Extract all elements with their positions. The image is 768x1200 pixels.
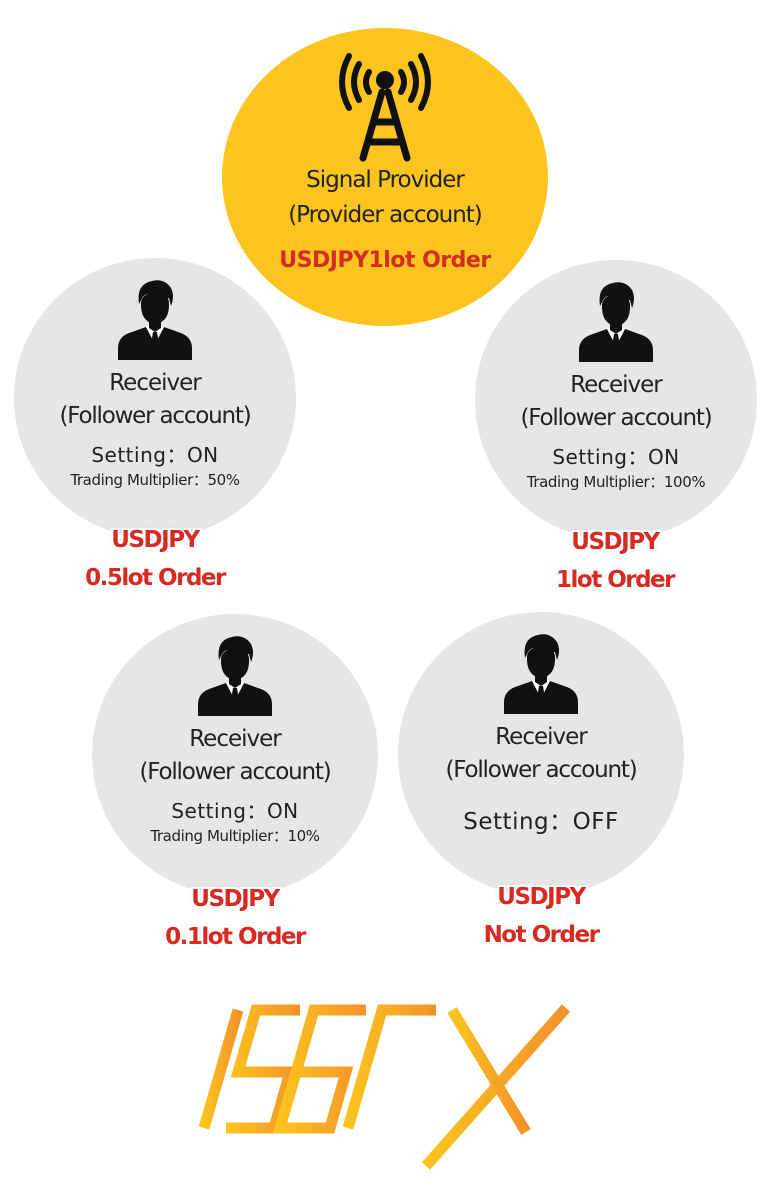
receiver-order-label: USDJPY 0.1lot Order xyxy=(110,880,360,956)
receiver-title: Receiver xyxy=(189,726,282,752)
receiver-subtitle: (Follower account) xyxy=(59,403,251,429)
order-lot: 0.1lot Order xyxy=(165,924,306,950)
receiver-setting: Setting：ON xyxy=(552,445,680,469)
order-symbol: USDJPY xyxy=(571,529,660,555)
provider-title: Signal Provider xyxy=(306,167,465,193)
order-symbol: USDJPY xyxy=(111,527,200,553)
person-icon xyxy=(579,280,653,362)
receiver-node: Receiver (Follower account) Setting：ON T… xyxy=(14,258,296,538)
receiver-title: Receiver xyxy=(109,370,202,396)
person-icon xyxy=(198,634,272,716)
is6fx-logo xyxy=(198,1004,571,1170)
receiver-node: Receiver (Follower account) Setting：ON T… xyxy=(92,614,378,896)
order-lot: 0.5lot Order xyxy=(85,565,226,591)
receiver-order-label: USDJPY Not Order xyxy=(416,878,666,954)
receiver-subtitle: (Follower account) xyxy=(445,757,637,783)
receiver-title: Receiver xyxy=(570,372,663,398)
receiver-order-label: USDJPY 1lot Order xyxy=(490,523,740,599)
receiver-setting: Setting：ON xyxy=(91,443,219,467)
receiver-multiplier: Trading Multiplier：100% xyxy=(526,473,706,491)
receiver-node: Receiver (Follower account) Setting：OFF xyxy=(398,612,684,896)
receiver-setting: Setting：ON xyxy=(171,799,299,823)
order-symbol: USDJPY xyxy=(497,884,586,910)
receiver-node: Receiver (Follower account) Setting：ON T… xyxy=(475,260,757,540)
receiver-multiplier: Trading Multiplier：10% xyxy=(150,827,320,845)
signal-provider-node: Signal Provider (Provider account) USDJP… xyxy=(222,28,548,326)
signal-tower-icon xyxy=(339,53,431,162)
receiver-subtitle: (Follower account) xyxy=(520,405,712,431)
provider-order: USDJPY1lot Order xyxy=(279,248,491,273)
provider-subtitle: (Provider account) xyxy=(288,202,483,228)
receiver-setting: Setting：OFF xyxy=(463,809,619,835)
receiver-order-label: USDJPY 0.5lot Order xyxy=(30,521,280,597)
receiver-subtitle: (Follower account) xyxy=(139,759,331,785)
order-symbol: USDJPY xyxy=(191,886,280,912)
receiver-title: Receiver xyxy=(495,724,588,750)
order-lot: 1lot Order xyxy=(556,567,676,593)
person-icon xyxy=(118,278,192,360)
person-icon xyxy=(504,632,578,714)
receiver-multiplier: Trading Multiplier：50% xyxy=(70,471,240,489)
order-lot: Not Order xyxy=(483,922,600,948)
